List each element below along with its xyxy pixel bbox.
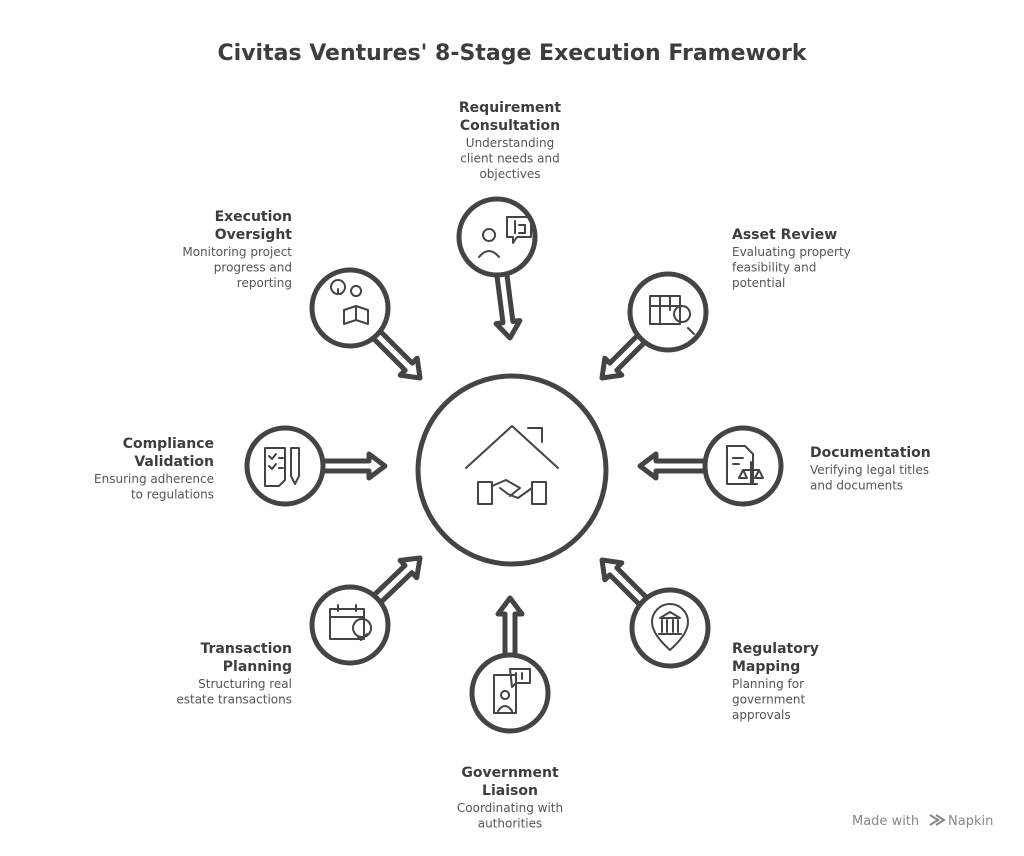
stage-description: estate transactions — [176, 693, 292, 707]
stage-description: Structuring real — [198, 677, 292, 691]
stage-title: Regulatory — [732, 641, 819, 657]
arrow-icon — [320, 451, 388, 481]
stage-circle — [244, 425, 326, 507]
footer: Made with Napkin — [852, 814, 993, 829]
stage-circle — [469, 652, 551, 734]
stage-title: Oversight — [215, 227, 293, 243]
stage-description: Understanding — [466, 136, 554, 150]
stage-description: to regulations — [131, 488, 214, 502]
stage-description: Coordinating with — [457, 801, 563, 815]
phone-chat-person-icon — [493, 668, 531, 714]
stage-circle — [702, 425, 784, 507]
stage-title: Liaison — [482, 783, 538, 799]
arrow-icon — [493, 271, 523, 341]
stage-title: Validation — [134, 454, 214, 470]
center-hub — [415, 373, 609, 567]
arrow-icon — [637, 451, 708, 481]
stage-description: approvals — [732, 708, 791, 722]
stage-description: Monitoring project — [182, 245, 292, 259]
stage-title: Consultation — [460, 118, 560, 134]
center-circle — [415, 373, 609, 567]
house-handshake-icon — [465, 425, 559, 505]
napkin-logo-icon — [929, 814, 946, 826]
stage-description: progress and — [214, 261, 292, 275]
stage-title: Mapping — [732, 659, 800, 675]
stage-title: Asset Review — [732, 227, 837, 243]
stage-title: Execution — [215, 209, 292, 225]
stage-description: authorities — [478, 817, 543, 831]
arrow-icon — [371, 555, 423, 605]
stage-title: Transaction — [201, 641, 293, 657]
stage-description: objectives — [479, 167, 540, 181]
table-search-icon — [649, 295, 695, 335]
stage-circle — [456, 196, 538, 278]
stage-description: Verifying legal titles — [810, 463, 929, 477]
stage-description: reporting — [237, 276, 292, 290]
diagram-title: Civitas Ventures' 8-Stage Execution Fram… — [218, 41, 808, 66]
stage-circle — [629, 587, 711, 669]
stage-title: Government — [461, 765, 559, 781]
stage-title: Requirement — [459, 100, 562, 116]
stage-circle — [627, 271, 709, 353]
footer-made-with: Made with — [852, 814, 919, 829]
stage-description: Planning for — [732, 677, 804, 691]
stage-description: feasibility and — [732, 261, 816, 275]
clock-person-reading-icon — [330, 279, 369, 325]
arrow-icon — [370, 328, 423, 381]
document-scale-icon — [726, 445, 764, 485]
stage-description: Ensuring adherence — [94, 472, 214, 486]
stage-circle — [309, 267, 391, 349]
stage-title: Compliance — [123, 436, 214, 452]
government-pin-icon — [651, 603, 689, 651]
arrow-icon — [599, 557, 650, 608]
stage-description: and documents — [810, 479, 903, 493]
arrow-icon — [599, 332, 648, 381]
stage-description: potential — [732, 276, 785, 290]
stage-description: client needs and — [460, 152, 559, 166]
stage-description: Evaluating property — [732, 245, 851, 259]
calendar-check-icon — [329, 604, 373, 641]
consultation-chat-icon — [478, 216, 532, 258]
stage-description: government — [732, 693, 805, 707]
arrow-icon — [495, 595, 525, 658]
footer-brand: Napkin — [948, 814, 993, 829]
checklist-pen-icon — [264, 447, 300, 487]
stage-title: Documentation — [810, 445, 931, 461]
stage-title: Planning — [223, 659, 292, 675]
stage-circle — [309, 584, 391, 666]
